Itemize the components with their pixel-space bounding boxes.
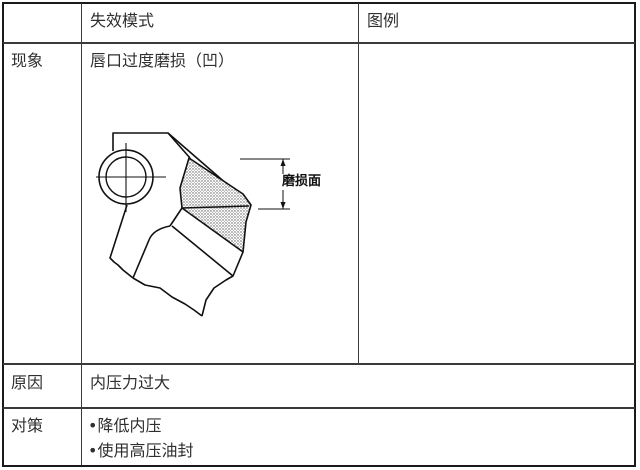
row-label-phenomenon: 现象 (11, 51, 44, 70)
row-label-cause: 原因 (11, 373, 44, 392)
seal-wear-diagram (96, 132, 290, 317)
col-divider-figure (358, 3, 359, 364)
countermeasure-item: •降低内压 (88, 416, 162, 435)
row-label-countermeasure: 对策 (11, 416, 44, 435)
col-divider-label (81, 3, 82, 465)
worn-surface (179, 157, 252, 253)
cause-content: 内压力过大 (90, 373, 171, 392)
header-figure: 图例 (367, 11, 400, 30)
row-divider-header (3, 42, 635, 44)
header-failure-mode: 失效模式 (90, 11, 155, 30)
row-divider-phenomenon (3, 363, 635, 365)
phenomenon-content: 唇口过度磨损（凹） (90, 51, 235, 70)
countermeasure-item: •使用高压油封 (88, 441, 194, 460)
worn-surface-label: 磨损面 (282, 174, 322, 190)
row-divider-cause (3, 407, 635, 409)
